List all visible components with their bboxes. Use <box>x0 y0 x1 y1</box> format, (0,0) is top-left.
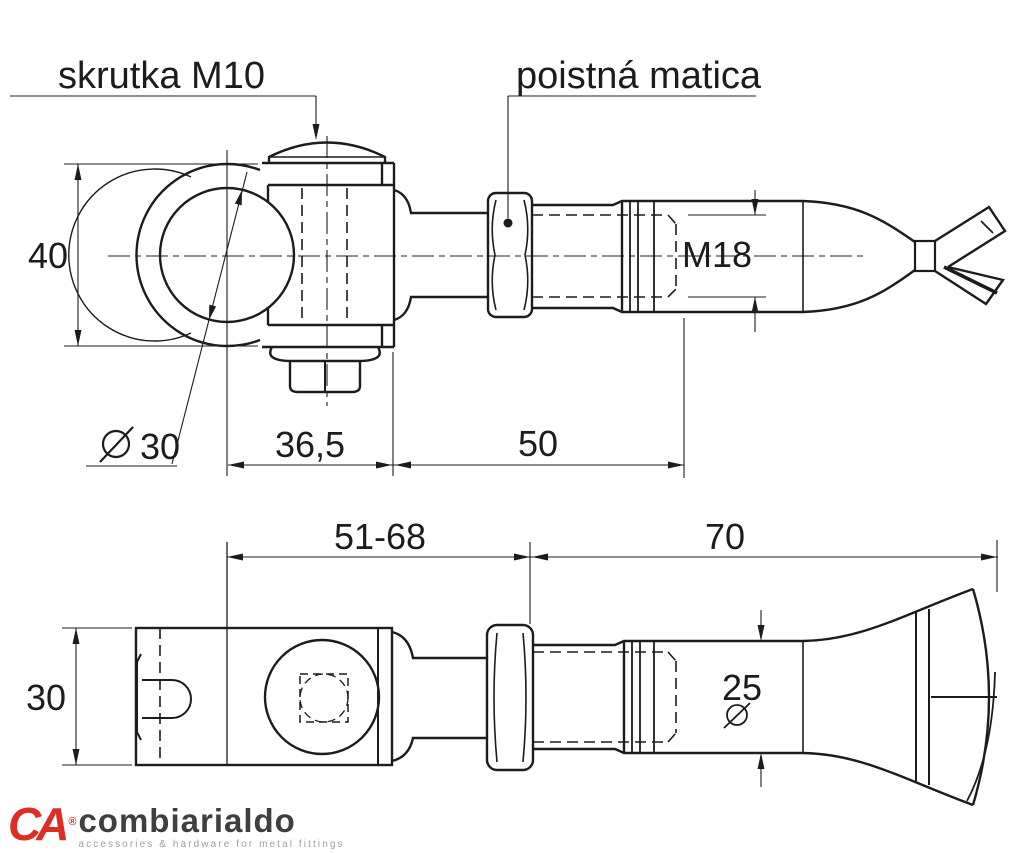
top-view <box>10 95 1007 478</box>
ca-monogram: CA® <box>8 798 77 850</box>
leader-dot <box>503 218 513 228</box>
centerlines-top-view <box>108 136 866 406</box>
screw-head-dome <box>267 141 387 163</box>
dim-height-40: 40 <box>28 235 68 276</box>
dim-rod-50: 50 <box>518 423 558 464</box>
combiarialdo-logo: CA® combiarialdo accessories & hardware … <box>8 798 345 850</box>
fork-end <box>913 205 1007 306</box>
diameter-symbol-25 <box>723 702 751 729</box>
eye-seam-arc <box>68 168 192 342</box>
keyhole-slot <box>136 653 192 741</box>
eye-outer-arc <box>135 162 261 348</box>
dim-adjust-51-68: 51-68 <box>334 516 426 557</box>
lock-nut <box>486 191 534 319</box>
callout-lock-nut: poistná matica <box>516 55 762 97</box>
clamp-hex-nut <box>269 346 381 394</box>
lock-nut-side <box>485 623 535 772</box>
clamp-neck <box>393 188 488 322</box>
drawing-texts: skrutka M10 poistná matica 40 30 36,5 50… <box>26 55 762 718</box>
registered-mark: ® <box>68 816 77 828</box>
diameter-symbol <box>99 426 134 463</box>
neck-side <box>391 630 487 763</box>
screw-hole-hidden-lines <box>301 188 348 322</box>
dim-clamp-36-5: 36,5 <box>275 424 345 465</box>
dim-eye-diameter-30: 30 <box>140 426 180 467</box>
threaded-rod-and-tube <box>532 199 916 314</box>
clamp-block <box>262 161 396 349</box>
eye-hole-circle <box>158 186 296 324</box>
rod-and-tube-side <box>533 639 804 755</box>
side-view <box>62 540 998 807</box>
brand-wordmark: combiarialdo <box>78 802 296 839</box>
dim-thread-m18: M18 <box>682 234 752 275</box>
dimension-lines-side-view <box>62 540 998 787</box>
thread-hidden-lines <box>532 214 677 298</box>
dimension-arrows-side-view <box>72 553 997 769</box>
dimension-arrows-top-view <box>74 124 759 469</box>
dimension-lines-top-view <box>10 95 766 478</box>
dim-fork-70: 70 <box>705 516 745 557</box>
brand-tagline: accessories & hardware for metal fitting… <box>78 839 345 850</box>
boss-circle <box>263 638 381 756</box>
dim-tube-25: 25 <box>722 667 762 708</box>
fork-bell-side <box>802 587 997 807</box>
dim-height-30: 30 <box>26 677 66 718</box>
callout-screw: skrutka M10 <box>58 55 265 97</box>
thread-hidden-lines-side <box>533 651 677 743</box>
